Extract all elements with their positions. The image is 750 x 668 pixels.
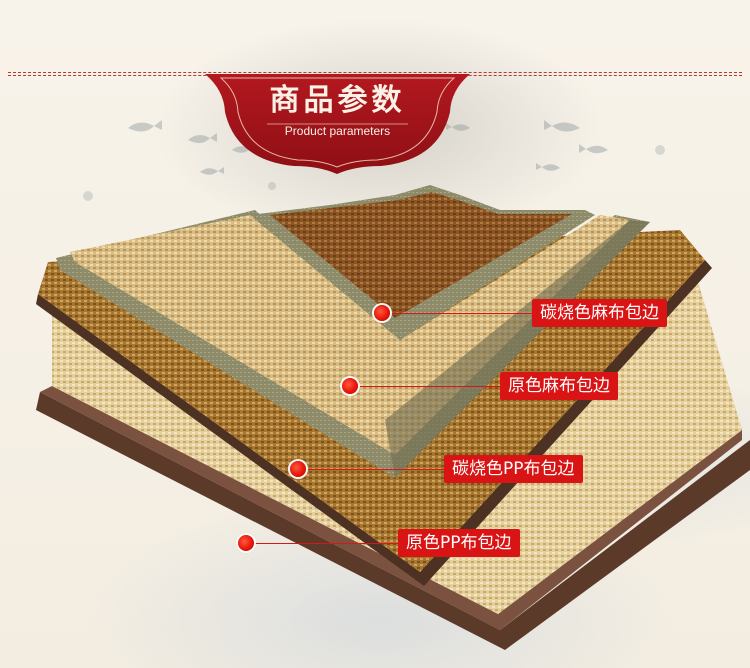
fish-icon bbox=[188, 133, 217, 144]
mat-natural-linen bbox=[56, 210, 650, 478]
fish-icon bbox=[579, 144, 608, 154]
leader-line bbox=[246, 543, 398, 544]
leader-line bbox=[298, 469, 444, 470]
fish-icon bbox=[232, 145, 256, 153]
marker-dot bbox=[342, 378, 358, 394]
marker-dot bbox=[290, 461, 306, 477]
banner-shape bbox=[205, 74, 470, 174]
label-natural-linen-edge: 原色麻布包边 bbox=[500, 372, 618, 400]
fish-icon bbox=[446, 123, 470, 131]
label-natural-pp-edge: 原色PP布包边 bbox=[398, 529, 520, 557]
fish-icon bbox=[200, 167, 224, 175]
banner-subtitle: Product parameters bbox=[284, 124, 391, 138]
leader-line bbox=[382, 313, 532, 314]
leader-line bbox=[350, 386, 500, 387]
label-charcoal-pp-edge: 碳烧色PP布包边 bbox=[444, 455, 583, 483]
marker-dot bbox=[238, 535, 254, 551]
marker-dot bbox=[374, 305, 390, 321]
section-banner: 商品参数 Product parameters bbox=[205, 68, 470, 176]
mat-charcoal-linen bbox=[250, 185, 595, 340]
fish-icon bbox=[128, 120, 162, 132]
banner-title: 商品参数 bbox=[269, 83, 406, 118]
fish-icon bbox=[544, 120, 580, 132]
fish-icon bbox=[536, 163, 560, 171]
divider-line bbox=[8, 72, 742, 73]
label-charcoal-linen-edge: 碳烧色麻布包边 bbox=[532, 299, 667, 327]
